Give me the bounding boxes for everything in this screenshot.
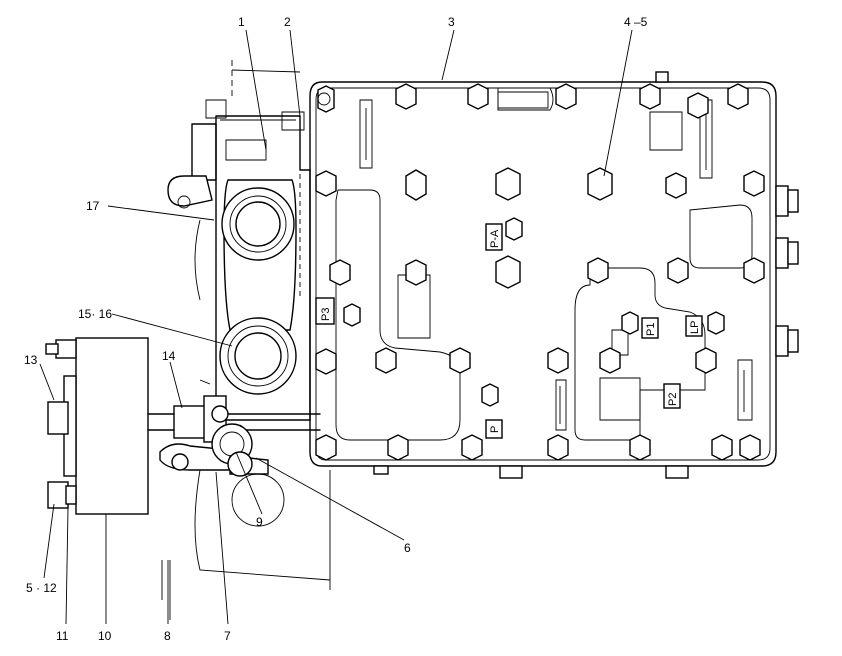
callout-11: 11 bbox=[56, 629, 69, 643]
callout-1: 1 bbox=[238, 15, 245, 29]
port-label-p1: P1 bbox=[645, 323, 657, 336]
callout-17: 17 bbox=[86, 199, 100, 213]
top-slot bbox=[497, 91, 549, 109]
leader-lines bbox=[39, 29, 633, 625]
port-label-pa: P-A bbox=[489, 229, 501, 248]
callout-10: 10 bbox=[98, 629, 112, 643]
callout-9: 9 bbox=[256, 515, 263, 529]
link-bracket bbox=[167, 60, 311, 421]
side-bolts bbox=[373, 71, 799, 479]
callout-7: 7 bbox=[224, 629, 231, 643]
actuator-assembly bbox=[45, 337, 331, 620]
callout-3: 3 bbox=[448, 15, 455, 29]
callout-2: 2 bbox=[284, 15, 291, 29]
port-label-p2: P2 bbox=[667, 393, 679, 406]
callout-6: 6 bbox=[404, 541, 411, 555]
callout-14: 14 bbox=[162, 349, 176, 363]
plate-bolts bbox=[315, 83, 765, 461]
port-label-p: P bbox=[489, 426, 501, 433]
callout-13: 13 bbox=[24, 353, 38, 367]
callout-8: 8 bbox=[164, 629, 171, 643]
callouts: 1 2 3 4 –5 17 15· 16 13 14 6 9 5 · 12 11… bbox=[24, 15, 648, 643]
callout-15-16: 15· 16 bbox=[78, 307, 112, 321]
port-labels: P-A P3 P1 LP P2 P bbox=[315, 223, 703, 439]
callout-4-5: 4 –5 bbox=[624, 15, 648, 29]
valve-body-plate bbox=[309, 81, 777, 467]
port-label-p3: P3 bbox=[320, 308, 332, 321]
port-label-lp: LP bbox=[689, 321, 701, 334]
callout-5-12: 5 · 12 bbox=[26, 581, 57, 595]
